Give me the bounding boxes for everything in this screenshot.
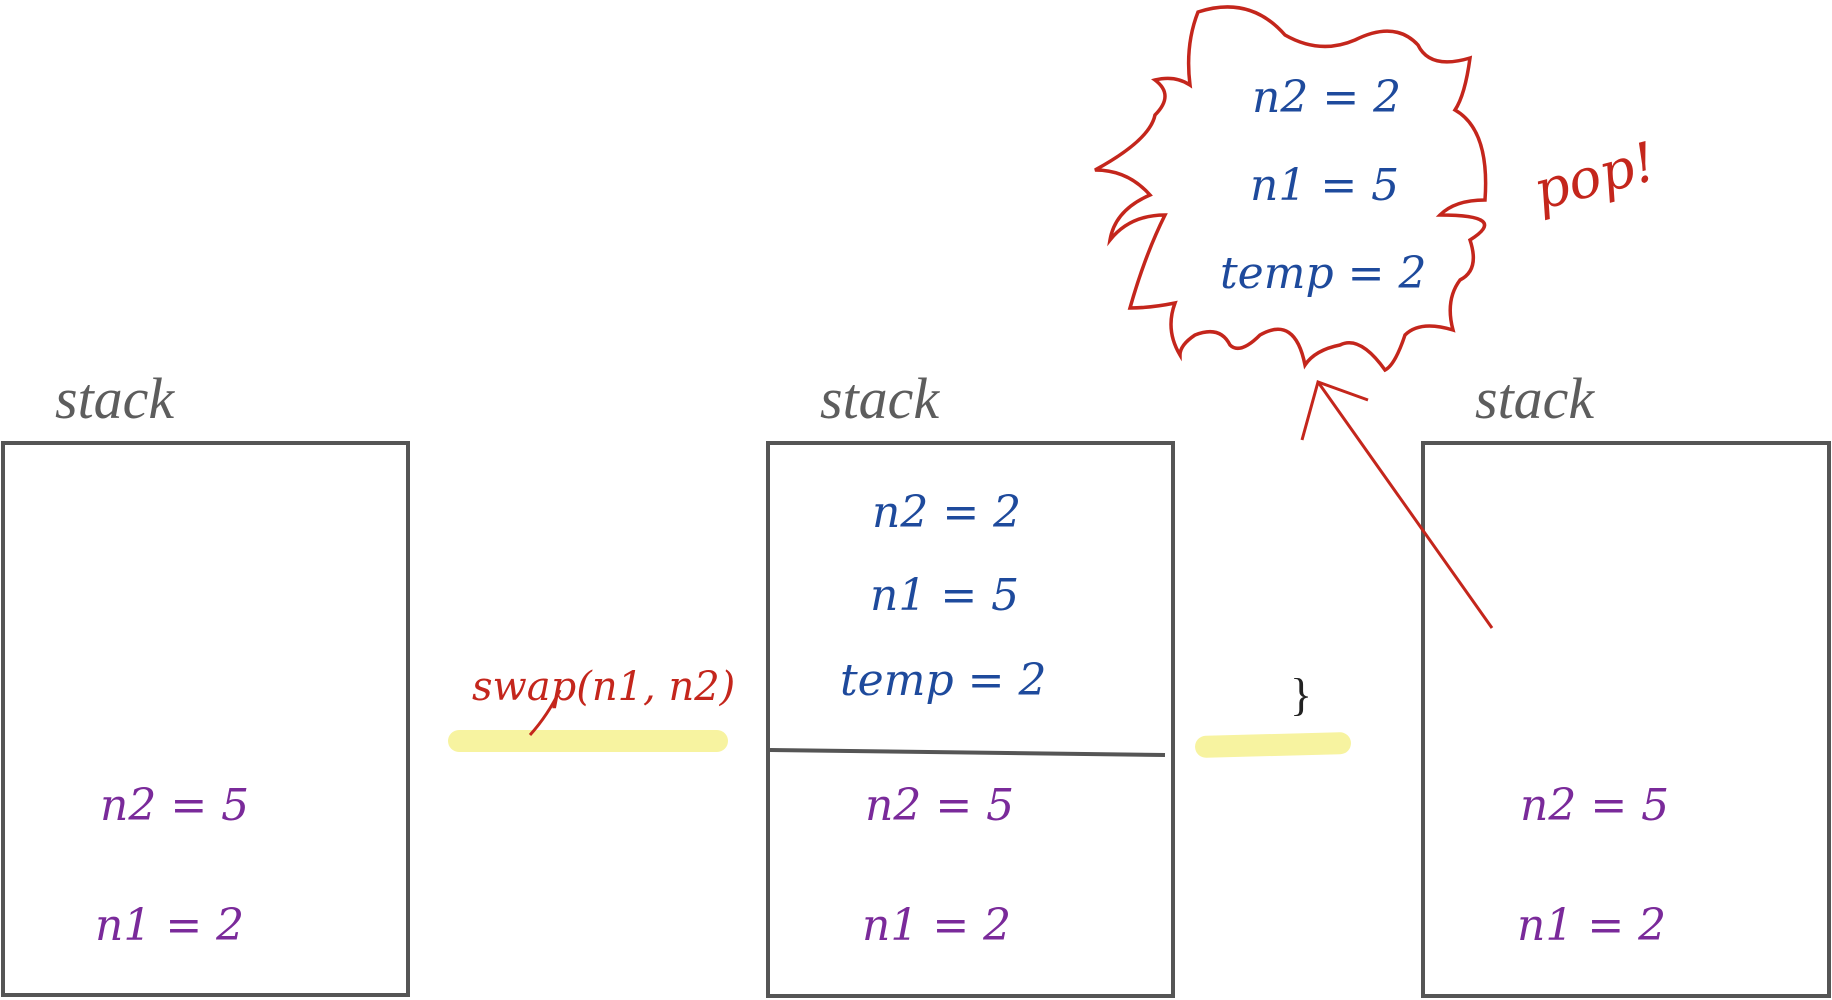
stack-1-n2: n2 = 5: [100, 780, 249, 831]
popped-frame-burst: n2 = 2 n1 = 5 temp = 2: [1094, 5, 1488, 373]
pop-arrow: [1300, 380, 1494, 629]
stack-3-box: [1421, 441, 1831, 998]
stack-2-frame-divider: [769, 748, 1166, 757]
popped-n1: n1 = 5: [1250, 160, 1399, 211]
stack-2-box: [766, 441, 1175, 998]
stack-2: stack n2 = 2 n1 = 5 temp = 2 n2 = 5 n1 =…: [766, 366, 1175, 998]
stack-2-n2: n2 = 5: [865, 780, 1014, 831]
pop-label: pop!: [1527, 130, 1662, 223]
stack-2-n1: n1 = 2: [862, 900, 1011, 951]
stack-3-n1: n1 = 2: [1517, 900, 1666, 951]
stack-1: stack n2 = 5 n1 = 2: [1, 366, 410, 997]
call-label: swap(n1, n2): [472, 664, 735, 710]
stack-1-title: stack: [55, 366, 175, 431]
stack-3: stack n2 = 5 n1 = 2: [1421, 366, 1831, 998]
burst-outline: [1094, 5, 1488, 373]
popped-temp: temp = 2: [1220, 248, 1426, 299]
stack-2-top-temp: temp = 2: [840, 655, 1046, 706]
stack-3-n2: n2 = 5: [1520, 780, 1669, 831]
call-highlight: [448, 730, 728, 752]
stack-1-n1: n1 = 2: [95, 900, 244, 951]
stack-2-top-n1: n1 = 5: [870, 570, 1019, 621]
stack-1-box: [1, 441, 410, 997]
stack-3-title: stack: [1475, 366, 1595, 431]
popped-n2: n2 = 2: [1252, 72, 1401, 123]
stack-2-top-n2: n2 = 2: [872, 487, 1021, 538]
stack-2-title: stack: [820, 366, 940, 431]
return-highlight: [1195, 732, 1351, 758]
return-brace: }: [1290, 669, 1312, 720]
